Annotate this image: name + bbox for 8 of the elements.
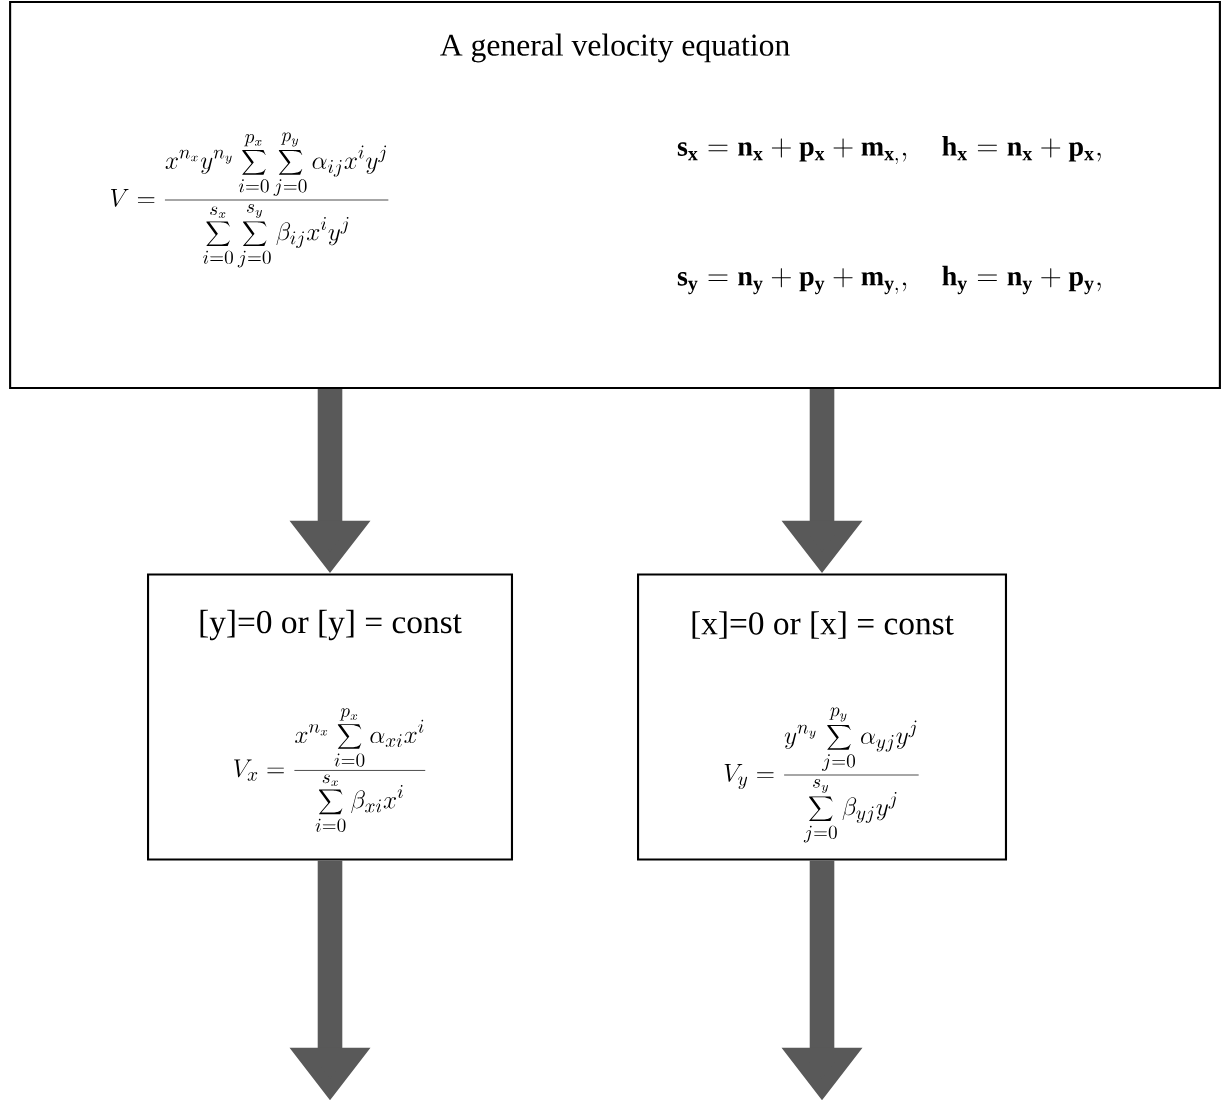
formula: $V_x=\frac{\displaystyle x^{n_x}\sum_{i=0}^{p_x}\alpha_{xi}x^i}{\displaystyle\sum_{i=0}^{s_x}\beta_{xi}x^i}$ <box>234 708 426 832</box>
formula: $\mathbf{s_x = n_x + p_x + m_{x,},\quad h_x = n_x + p_x,}$ <box>677 136 1101 164</box>
condition-text: A general velocity equation <box>440 33 790 63</box>
formula: $V=\frac{\displaystyle x^{n_x}y^{n_y}\sum_{i=0}^{p_x}\sum_{j=0}^{p_y}\alpha_{ij}x^iy^j}{\displaystyle\sum_{i=0}^{s_x}\sum_{j=0}^{s_y}\beta_{ij}x^iy^j}$ <box>110 132 389 268</box>
formula: $\mathbf{s_y = n_y + p_y + m_{y,},\quad h_y = n_y + p_y,}$ <box>677 265 1101 295</box>
condition-text: [y]=0 or [y] = const <box>200 609 462 641</box>
condition-text: [x]=0 or [x] = const <box>692 611 954 639</box>
formula: $V_y=\frac{\displaystyle y^{n_y}\sum_{j=0}^{p_y}\alpha_{yj}y^j}{\displaystyle\sum_{j=0}^{s_y}\beta_{yj}y^j}$ <box>724 707 919 843</box>
